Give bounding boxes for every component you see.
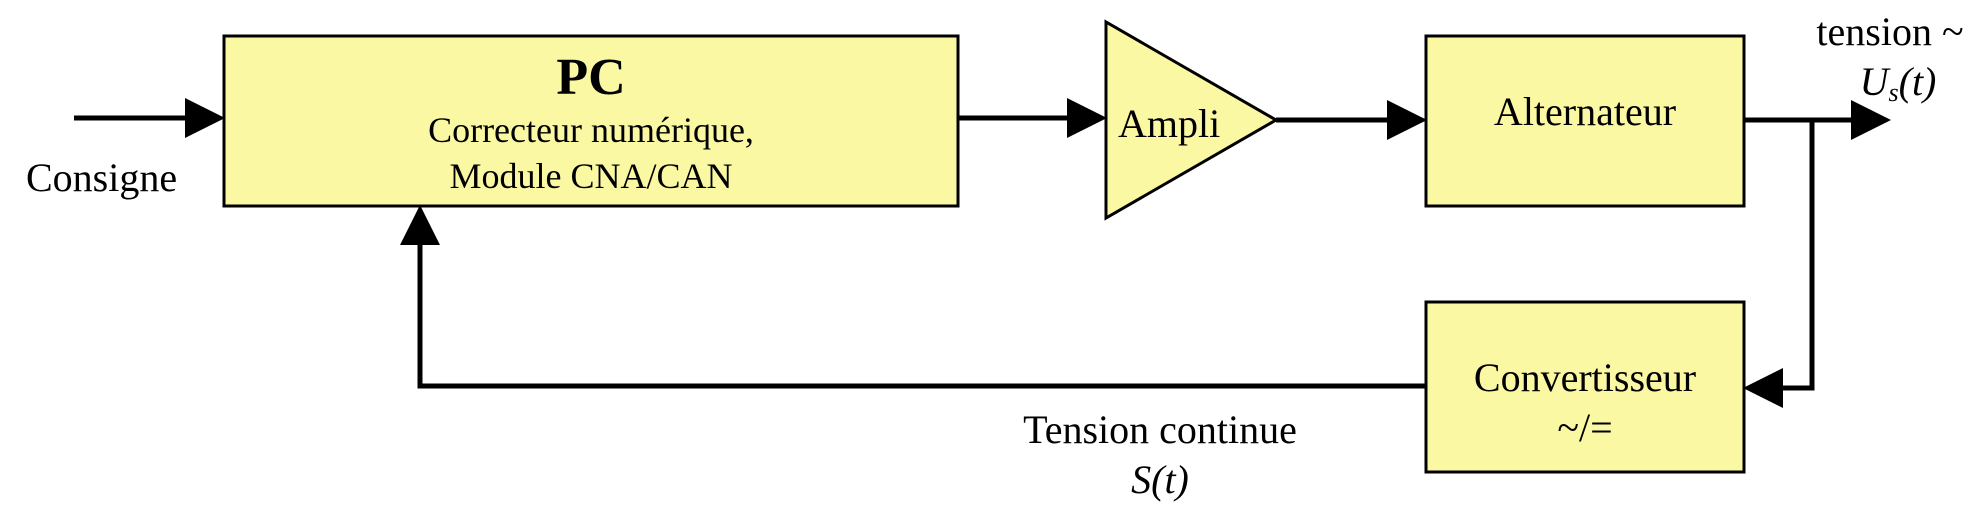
ampli-label: Ampli bbox=[1118, 101, 1221, 146]
pc-line1: Correcteur numérique, bbox=[428, 110, 754, 150]
output-sub: s bbox=[1888, 78, 1899, 107]
pc-line2: Module CNA/CAN bbox=[449, 156, 733, 196]
pc-block bbox=[222, 34, 960, 208]
output-arg: (t) bbox=[1898, 59, 1937, 104]
feedback-to-convertisseur-line bbox=[1743, 120, 1815, 408]
alternateur-label: Alternateur bbox=[1493, 89, 1677, 134]
pc-title: PC bbox=[556, 49, 626, 106]
feedback-label-line2: S(t) bbox=[1131, 457, 1189, 502]
output-variable: Us(t) bbox=[1860, 62, 1937, 106]
input-label: Consigne bbox=[26, 155, 178, 200]
output-label-line1: tension ~ bbox=[1816, 9, 1964, 54]
alternateur-block bbox=[1424, 34, 1746, 208]
convertisseur-line2: ~/= bbox=[1557, 405, 1613, 450]
feedback-label-line1: Tension continue bbox=[1023, 407, 1297, 452]
output-var: U bbox=[1859, 59, 1889, 104]
feedback-to-pc-line bbox=[400, 205, 1426, 389]
convertisseur-line1: Convertisseur bbox=[1473, 355, 1697, 400]
